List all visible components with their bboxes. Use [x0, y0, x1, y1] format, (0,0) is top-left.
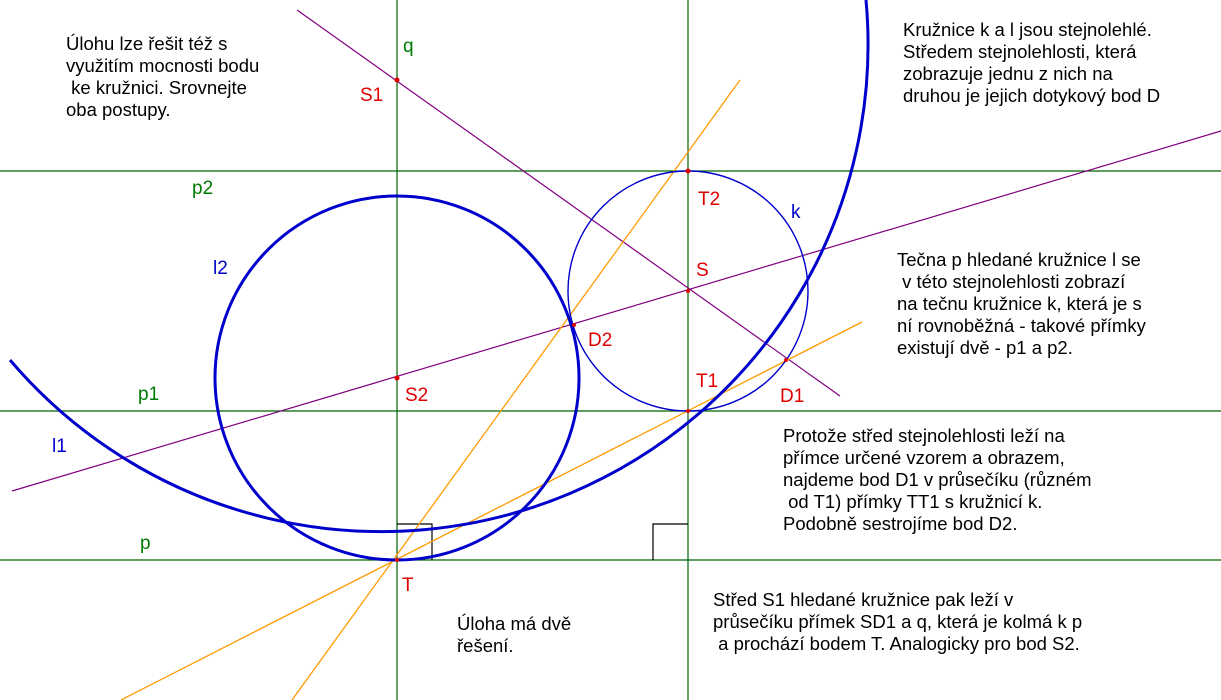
label-p2: p2 [192, 178, 213, 199]
note-top-left: Úlohu lze řešit též s využitím mocnosti … [66, 33, 260, 120]
label-p1: p1 [138, 384, 159, 405]
label-t1: T1 [696, 371, 718, 392]
line-s-d2 [11, 130, 1221, 492]
note-top-right: Kružnice k a l jsou stejnolehlé. Středem… [903, 19, 1161, 106]
circle-l1-arc [8, 0, 870, 534]
label-l1: l1 [52, 436, 67, 457]
label-p: p [140, 533, 151, 554]
line-t-t2 [291, 79, 741, 700]
point-t [395, 558, 399, 562]
label-k: k [791, 202, 801, 223]
right-angle-marker-t [397, 523, 433, 560]
label-t2: T2 [698, 189, 720, 210]
point-d2 [572, 323, 576, 327]
note-bottom-center: Úloha má dvě řešení. [457, 613, 572, 656]
label-d1: D1 [780, 386, 804, 407]
point-t2 [685, 168, 691, 174]
label-s1: S1 [360, 85, 383, 106]
point-s1 [394, 77, 400, 83]
point-s [686, 289, 690, 293]
label-s: S [696, 260, 709, 281]
line-s-d1 [296, 9, 841, 397]
right-angle-marker-t1 [652, 523, 688, 560]
note-lower-right: Protože střed stejnolehlosti leží na pří… [783, 425, 1092, 534]
note-bottom-right: Střed S1 hledané kružnice pak leží v prů… [713, 589, 1083, 654]
label-t: T [402, 575, 414, 596]
label-l2: l2 [213, 258, 228, 279]
label-d2: D2 [588, 330, 612, 351]
label-q: q [403, 36, 414, 57]
point-t1 [686, 409, 690, 413]
point-d1 [784, 358, 788, 362]
line-t-t1 [120, 321, 863, 700]
label-s2: S2 [405, 385, 428, 406]
point-s2 [394, 375, 400, 381]
note-middle-right: Tečna p hledané kružnice l se v této ste… [897, 249, 1146, 358]
